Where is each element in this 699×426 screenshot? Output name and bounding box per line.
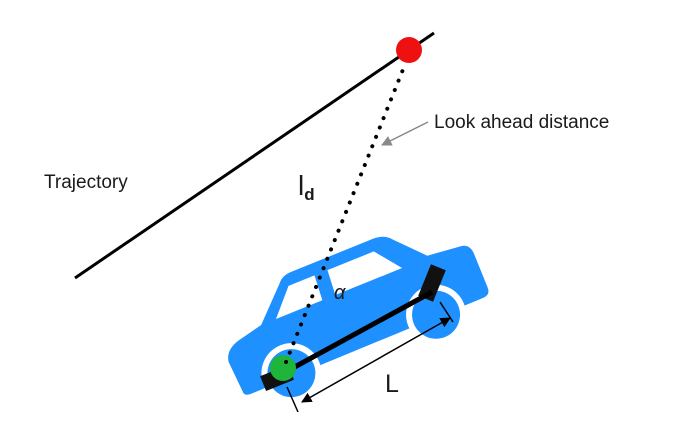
car-front-window <box>327 251 403 296</box>
car-rear-window <box>275 275 323 319</box>
ld-sub: d <box>304 185 314 204</box>
look-ahead-pointer <box>381 121 429 146</box>
front-tire <box>418 264 446 302</box>
wheelbase-label: L <box>385 370 399 398</box>
goal-point <box>396 37 422 63</box>
trajectory-line <box>74 31 435 280</box>
look-ahead-label: Look ahead distance <box>434 112 609 133</box>
wheelbase-dimension-arrow <box>301 317 451 403</box>
ld-label: ld <box>298 170 315 204</box>
trajectory-label: Trajectory <box>44 172 128 193</box>
rear-axle-point <box>270 355 296 381</box>
ld-main: l <box>298 170 304 201</box>
car-icon <box>228 236 489 404</box>
look-ahead-line <box>284 60 408 364</box>
alpha-label: α <box>334 282 346 304</box>
wheelbase-tick-rear <box>286 386 299 413</box>
